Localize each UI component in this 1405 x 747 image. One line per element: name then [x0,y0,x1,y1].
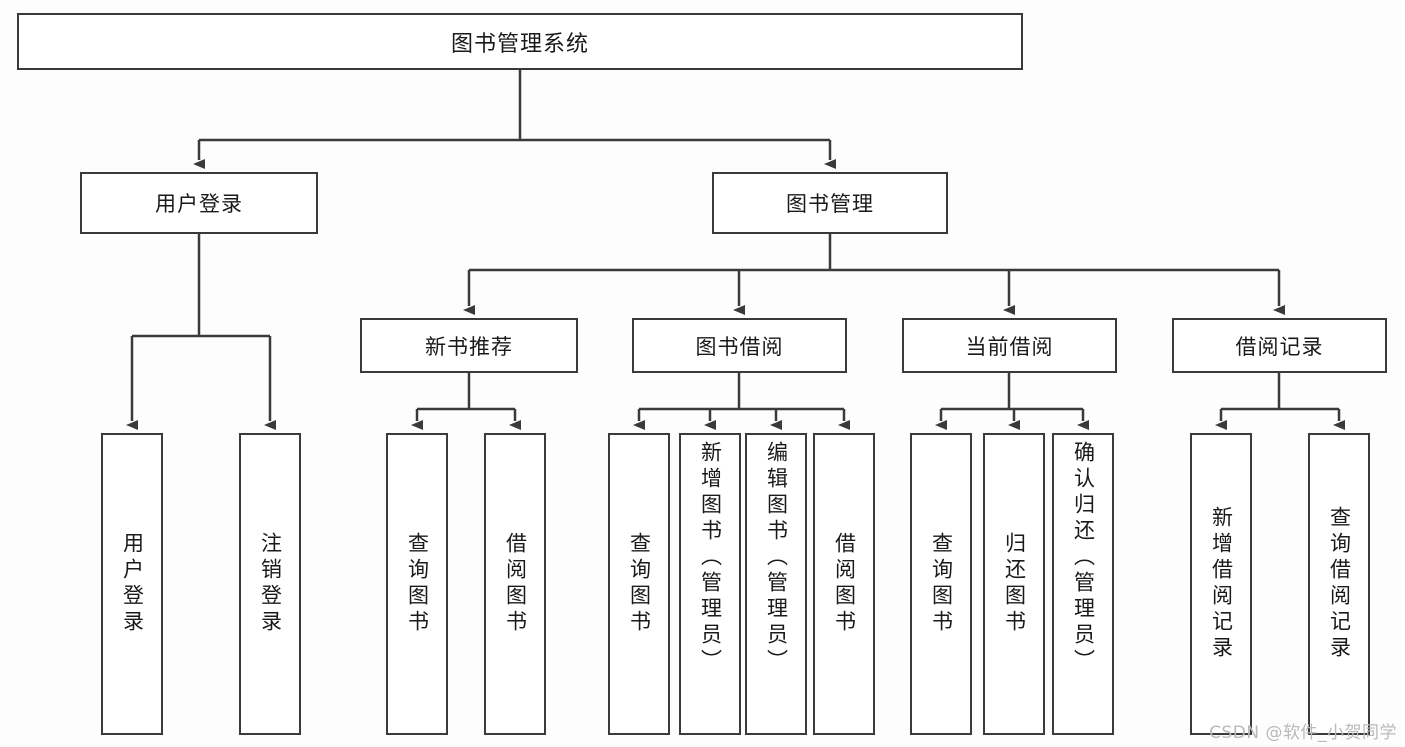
node-leaf-4[interactable]: 查询图书 [608,433,670,735]
node-label: 查询图书 [627,532,652,636]
node-label: 借阅记录 [1235,334,1324,359]
node-label: 新增图书（管理员） [698,441,723,675]
node-label: 新增借阅记录 [1209,506,1234,662]
node-leaf-5[interactable]: 新增图书（管理员） [679,433,741,735]
node-level3-0[interactable]: 新书推荐 [360,318,578,373]
node-root[interactable]: 图书管理系统 [17,13,1023,70]
node-label: 图书管理 [786,192,874,216]
node-label: 查询借阅记录 [1327,506,1352,662]
node-leaf-11[interactable]: 新增借阅记录 [1190,433,1252,735]
node-leaf-1[interactable]: 注销登录 [239,433,301,735]
node-level3-3[interactable]: 借阅记录 [1172,318,1387,373]
node-level3-2[interactable]: 当前借阅 [902,318,1117,373]
node-label: 当前借阅 [965,334,1054,359]
node-label: 用户登录 [120,532,145,636]
csdn-watermark: CSDN @软件_小贺同学 [1209,723,1397,743]
node-level2-1[interactable]: 图书管理 [712,172,948,234]
node-leaf-7[interactable]: 借阅图书 [813,433,875,735]
node-label: 图书管理系统 [450,31,589,57]
node-label: 归还图书 [1002,532,1027,636]
node-label: 用户登录 [155,192,243,216]
node-label: 确认归还（管理员） [1071,441,1096,675]
node-label: 图书借阅 [695,334,784,359]
node-level3-1[interactable]: 图书借阅 [632,318,847,373]
node-leaf-10[interactable]: 确认归还（管理员） [1052,433,1114,735]
node-label: 借阅图书 [832,532,857,636]
node-label: 借阅图书 [503,532,528,636]
node-leaf-12[interactable]: 查询借阅记录 [1308,433,1370,735]
node-label: 新书推荐 [425,334,513,359]
node-leaf-3[interactable]: 借阅图书 [484,433,546,735]
node-level2-0[interactable]: 用户登录 [80,172,318,234]
node-label: 编辑图书（管理员） [764,441,789,675]
node-label: 查询图书 [929,532,954,636]
node-label: 查询图书 [405,532,430,636]
node-leaf-9[interactable]: 归还图书 [983,433,1045,735]
node-leaf-8[interactable]: 查询图书 [910,433,972,735]
node-leaf-0[interactable]: 用户登录 [101,433,163,735]
node-label: 注销登录 [258,532,283,636]
node-leaf-2[interactable]: 查询图书 [386,433,448,735]
node-leaf-6[interactable]: 编辑图书（管理员） [745,433,807,735]
